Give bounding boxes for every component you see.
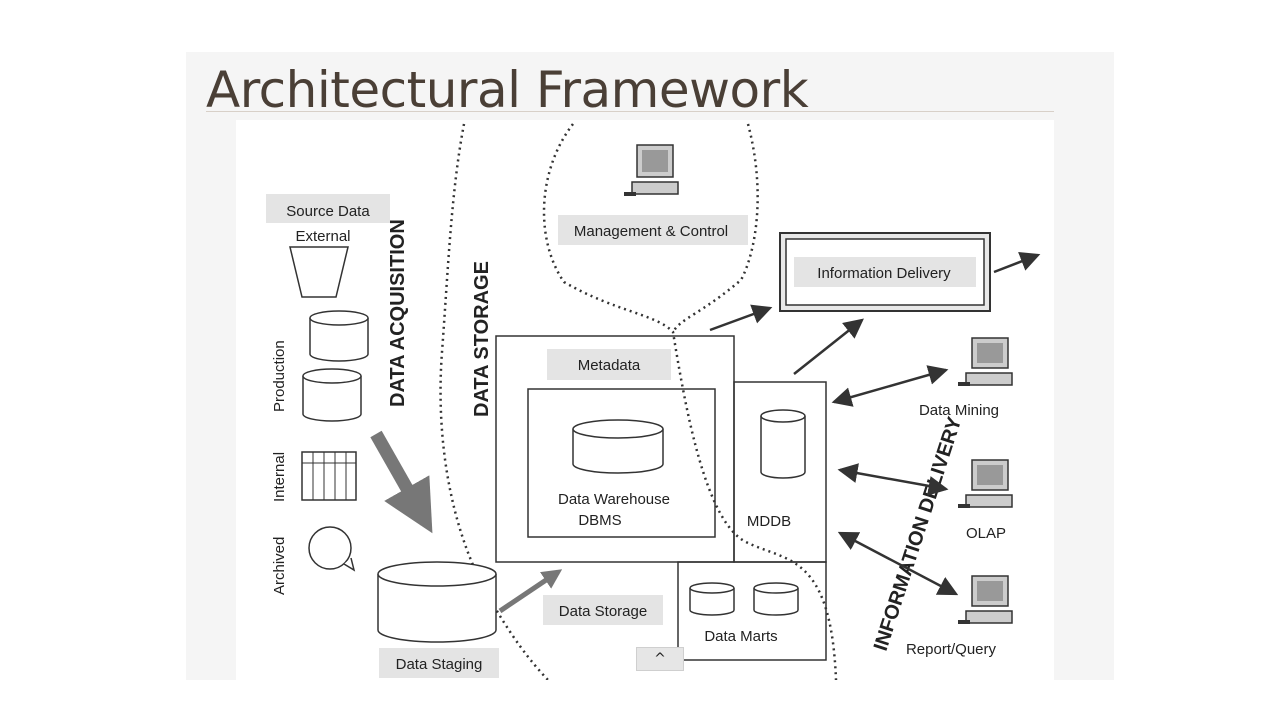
- scroll-up-button[interactable]: ^: [636, 647, 684, 671]
- production-db-icon-1: [309, 310, 369, 362]
- source-data-label: Source Data: [286, 203, 370, 220]
- data-marts-label: Data Marts: [704, 628, 777, 645]
- data-mining-arrow: [831, 365, 949, 407]
- staging-arrow: [498, 569, 563, 614]
- acquisition-arrow: [370, 430, 433, 534]
- information-delivery-label: Information Delivery: [817, 265, 951, 282]
- architecture-diagram: DATA ACQUISITION DATA STORAGE INFORMATIO…: [236, 120, 1054, 680]
- mddb-to-delivery-arrow: [793, 318, 864, 375]
- data-staging-box: [379, 648, 499, 678]
- slide-title: Architectural Framework: [206, 61, 809, 119]
- report-query-label: Report/Query: [906, 641, 997, 658]
- metadata-box: [547, 349, 671, 380]
- storage-boundary: [542, 123, 838, 680]
- management-control-box: [558, 215, 748, 245]
- data-marts-box: [677, 561, 827, 661]
- olap-computer-icon: [958, 459, 1013, 508]
- dbms-label: DBMS: [578, 512, 621, 529]
- acquisition-boundary: [439, 123, 549, 680]
- management-computer-icon: [624, 144, 679, 196]
- data-warehouse-label: Data Warehouse: [558, 491, 670, 508]
- metadata-label: Metadata: [578, 357, 641, 374]
- data-warehouse-box: [527, 388, 716, 538]
- zone-label-acquisition: DATA ACQUISITION: [387, 219, 409, 407]
- chevron-up-icon: ^: [654, 651, 666, 667]
- external-source-icon: [289, 246, 349, 298]
- archived-icon: [308, 526, 356, 572]
- zone-label-storage: DATA STORAGE: [471, 261, 493, 417]
- external-label: External: [295, 228, 350, 245]
- archived-label: Archived: [271, 537, 288, 595]
- title-divider: [206, 111, 1054, 112]
- data-storage-label: Data Storage: [559, 603, 647, 620]
- mddb-db-icon: [760, 409, 806, 479]
- report-query-arrow: [837, 531, 959, 596]
- data-mining-label: Data Mining: [919, 402, 999, 419]
- mddb-label: MDDB: [747, 513, 791, 530]
- management-control-label: Management & Control: [574, 223, 728, 240]
- internal-label: Internal: [271, 452, 288, 502]
- data-mart-db-icon-2: [753, 582, 799, 616]
- data-warehouse-db-icon: [572, 419, 664, 474]
- delivery-out-arrow: [993, 251, 1041, 274]
- internal-grid-icon: [301, 451, 357, 501]
- staging-db-icon: [377, 561, 497, 643]
- report-query-computer-icon: [958, 575, 1013, 624]
- data-staging-label: Data Staging: [396, 656, 483, 673]
- production-label: Production: [271, 340, 288, 412]
- information-delivery-box: [779, 232, 991, 312]
- data-mart-db-icon-1: [689, 582, 735, 616]
- data-storage-box: [543, 595, 663, 625]
- source-data-box: [266, 194, 390, 223]
- production-db-icon-2: [302, 368, 362, 422]
- storage-to-delivery-arrow: [709, 304, 773, 332]
- data-mining-computer-icon: [958, 337, 1013, 386]
- olap-arrow: [837, 463, 949, 496]
- olap-label: OLAP: [966, 525, 1006, 542]
